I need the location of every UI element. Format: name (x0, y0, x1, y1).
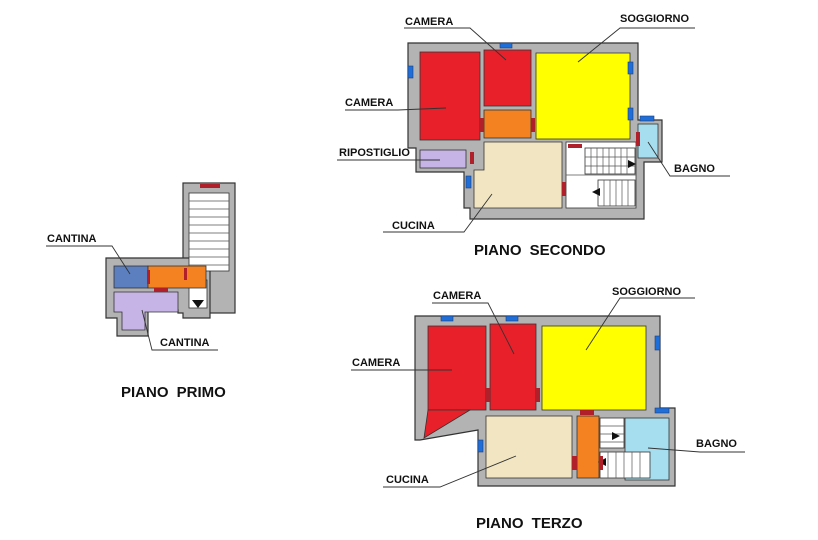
terzo-soggiorno (541, 325, 647, 411)
label-primo-cantina-top: CANTINA (47, 233, 97, 245)
terzo-cucina (485, 415, 573, 479)
title-piano-secondo: PIANO SECONDO (474, 242, 606, 259)
secondo-door-3 (568, 144, 582, 148)
primo-disimpegno (147, 265, 207, 289)
secondo-stair-steps (585, 148, 635, 174)
label-secondo-camera-small: CAMERA (405, 16, 453, 28)
piano-primo-plan (105, 182, 236, 337)
label-primo-cantina-bottom: CANTINA (160, 337, 210, 349)
terzo-door-5 (599, 456, 603, 470)
label-secondo-soggiorno: SOGGIORNO (620, 13, 690, 25)
secondo-stair-steps-lower (603, 180, 629, 206)
primo-cantina-lilac (113, 291, 179, 331)
secondo-stair-arrow-1 (628, 160, 636, 168)
terzo-stair-steps (600, 425, 641, 478)
primo-door-1 (147, 270, 150, 284)
secondo-window-2 (407, 65, 414, 79)
terzo-window-1 (440, 315, 454, 322)
primo-cantina-blue (113, 265, 149, 289)
terzo-camera-triangle (423, 409, 472, 439)
terzo-door-4 (572, 456, 577, 470)
label-secondo-cucina: CUCINA (392, 220, 435, 232)
secondo-stair-lower (597, 179, 636, 207)
label-terzo-cucina: CUCINA (386, 474, 429, 486)
secondo-door-6 (636, 132, 640, 146)
secondo-soggiorno (535, 52, 631, 140)
terzo-stair-arrow-1 (612, 432, 620, 440)
label-secondo-bagno: BAGNO (674, 163, 715, 175)
secondo-window-5 (639, 115, 655, 122)
terzo-door-2 (536, 388, 540, 402)
piano-terzo-plan (414, 315, 676, 487)
secondo-door-5 (562, 182, 566, 196)
terzo-window-5 (477, 439, 484, 453)
label-terzo-camera-small: CAMERA (433, 290, 481, 302)
secondo-door-4 (470, 152, 474, 164)
secondo-ripostiglio (419, 149, 467, 169)
secondo-disimpegno (483, 109, 532, 139)
label-secondo-camera-large: CAMERA (345, 97, 393, 109)
piano-secondo-plan (407, 42, 663, 220)
secondo-camera-large (419, 51, 481, 141)
floor-titles: PIANO PRIMO PIANO SECONDO PIANO TERZO (121, 242, 606, 532)
secondo-stair-upper (584, 147, 636, 175)
primo-stair (188, 192, 230, 272)
secondo-door-2 (531, 118, 535, 132)
secondo-stair-arrow-2 (592, 188, 600, 196)
terzo-door-1 (486, 388, 490, 402)
primo-stair-steps (189, 200, 229, 266)
label-terzo-bagno: BAGNO (696, 438, 737, 450)
terzo-camera-large (427, 325, 487, 411)
terzo-window-3 (654, 335, 661, 351)
label-terzo-soggiorno: SOGGIORNO (612, 286, 682, 298)
secondo-window-1 (499, 42, 513, 49)
title-piano-primo: PIANO PRIMO (121, 384, 226, 401)
secondo-door-1 (480, 118, 484, 132)
terzo-stair-lower (599, 451, 651, 479)
primo-door-4 (200, 184, 220, 188)
terzo-disimpegno (576, 415, 600, 479)
terzo-window-2 (505, 315, 519, 322)
label-secondo-ripostiglio: RIPOSTIGLIO (339, 147, 410, 159)
terzo-window-4 (654, 407, 670, 414)
secondo-camera-small (483, 49, 532, 107)
secondo-cucina (473, 141, 563, 209)
secondo-window-3 (627, 61, 634, 75)
label-terzo-camera-large: CAMERA (352, 357, 400, 369)
primo-door-3 (184, 268, 187, 280)
primo-door-2 (154, 288, 168, 292)
room-labels: CANTINA CANTINA CAMERA SOGGIORNO CAMERA … (47, 13, 737, 486)
primo-stair-arrow (192, 300, 204, 308)
secondo-window-6 (465, 175, 472, 189)
leader-lines (46, 27, 745, 488)
secondo-window-4 (627, 107, 634, 121)
terzo-door-3 (580, 410, 594, 415)
terzo-camera-small (489, 323, 537, 411)
title-piano-terzo: PIANO TERZO (476, 515, 583, 532)
